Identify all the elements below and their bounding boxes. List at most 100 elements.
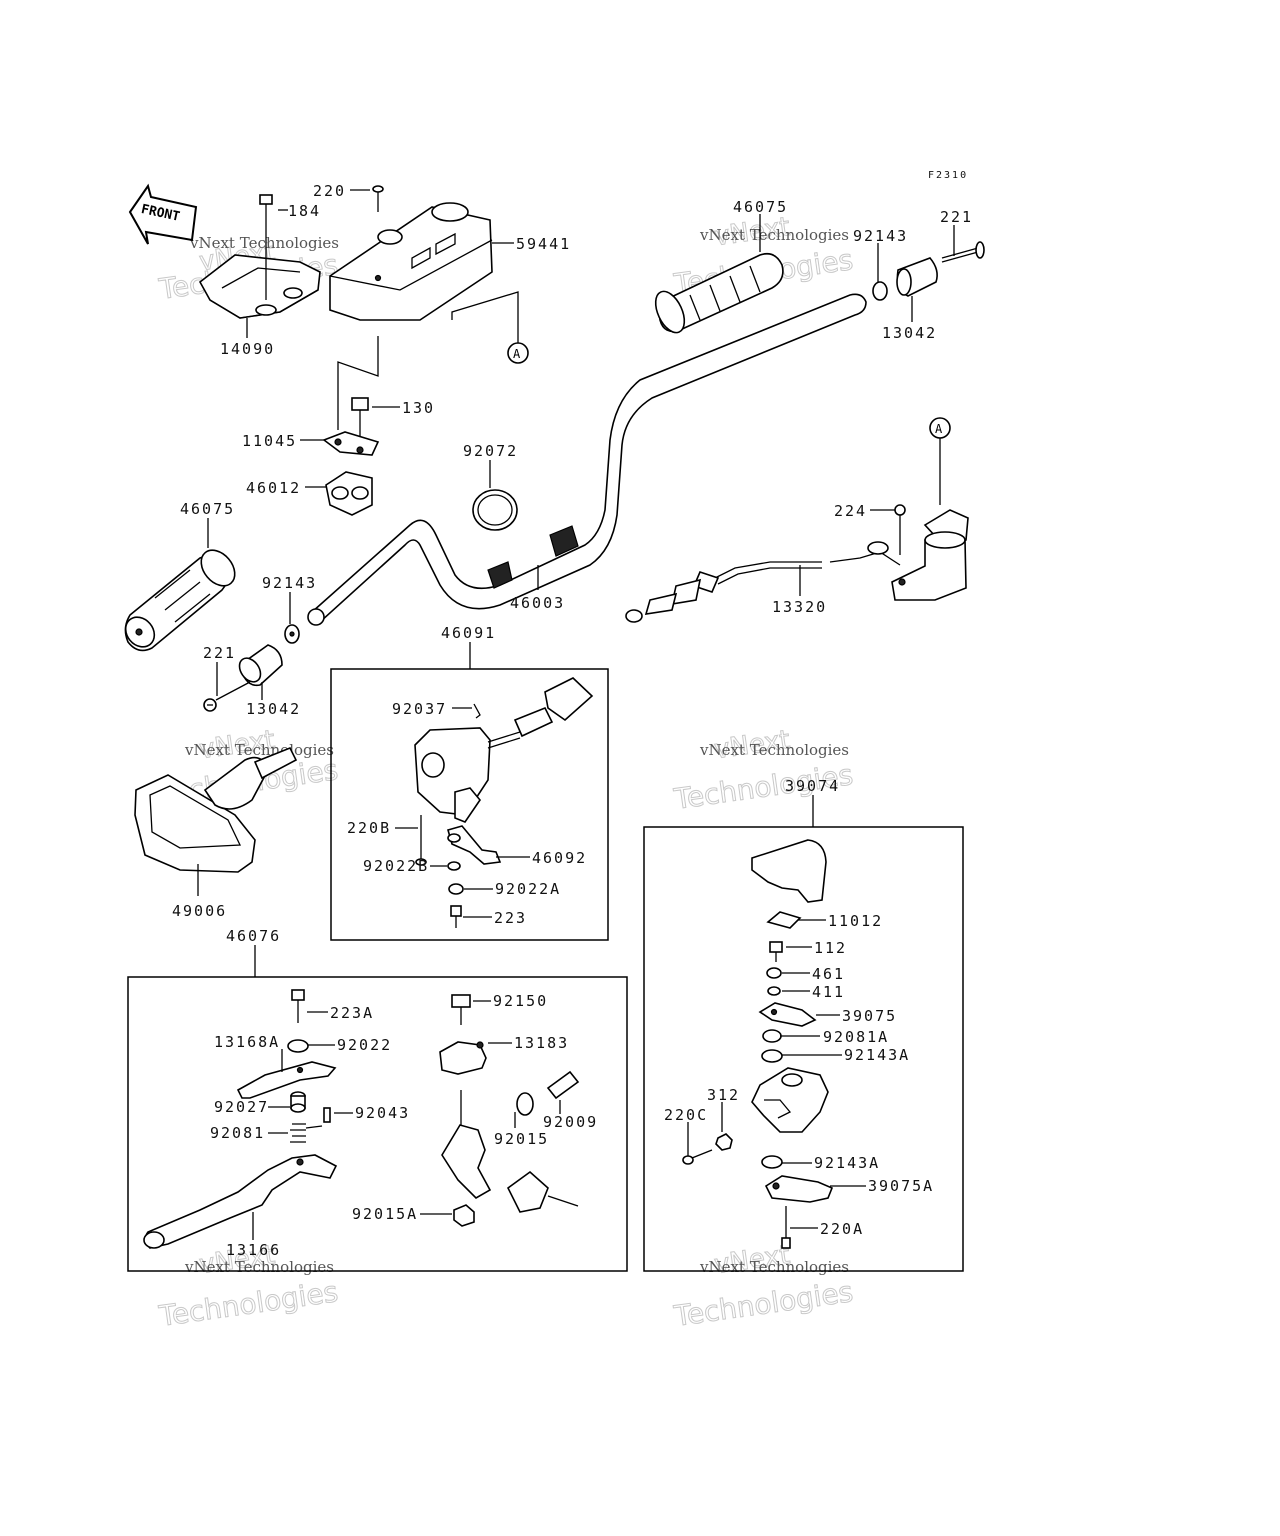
part-92081a-spring bbox=[762, 1029, 820, 1043]
part-label-220C: 220C bbox=[664, 1106, 708, 1124]
part-39074-cover bbox=[751, 839, 827, 903]
part-92009-screw bbox=[546, 1070, 580, 1100]
part-label-220A: 220A bbox=[820, 1220, 864, 1238]
part-11012-clip bbox=[766, 911, 802, 929]
part-label-13042-right: 13042 bbox=[882, 324, 937, 342]
watermark-text: vNext Technologies bbox=[184, 741, 334, 759]
watermark-text: Technologies bbox=[671, 1275, 855, 1333]
part-92022-washer bbox=[287, 1039, 309, 1053]
part-label-13183: 13183 bbox=[514, 1034, 569, 1052]
part-13042-weight-left bbox=[238, 644, 283, 687]
part-label-59441: 59441 bbox=[516, 235, 571, 253]
watermark-mid-right: vNext Technologies vNext Technologies bbox=[671, 725, 856, 817]
part-13166-lever bbox=[143, 1154, 338, 1249]
watermark-text: vNext Technologies bbox=[184, 1258, 334, 1276]
watermark-text: Technologies bbox=[156, 1275, 340, 1333]
part-label-46092: 46092 bbox=[532, 849, 587, 867]
group-box-46076 bbox=[127, 976, 628, 1272]
part-223-screw bbox=[450, 905, 462, 928]
part-label-92022: 92022 bbox=[337, 1036, 392, 1054]
part-label-11045: 11045 bbox=[242, 432, 297, 450]
part-label-46012: 46012 bbox=[246, 479, 301, 497]
part-label-13320: 13320 bbox=[772, 598, 827, 616]
group-box-39074 bbox=[643, 826, 964, 1272]
part-92143-spacer-left bbox=[284, 624, 300, 644]
part-label-39074: 39074 bbox=[785, 777, 840, 795]
part-label-92022A: 92022A bbox=[495, 880, 561, 898]
part-label-92015A: 92015A bbox=[352, 1205, 418, 1223]
part-13183-bracket bbox=[439, 1041, 487, 1075]
part-130-bolt bbox=[351, 397, 369, 440]
part-92043-pin bbox=[323, 1107, 331, 1123]
part-label-92143A-top: 92143A bbox=[844, 1046, 910, 1064]
part-label-49006: 49006 bbox=[172, 902, 227, 920]
part-92150-bolt bbox=[451, 994, 471, 1025]
part-label-223: 223 bbox=[494, 909, 527, 927]
part-13168a-plate bbox=[236, 1061, 337, 1099]
part-411-washer bbox=[767, 986, 781, 996]
callout-a-top bbox=[507, 342, 529, 364]
part-92143a-washer-bottom bbox=[761, 1155, 783, 1169]
watermark-text: vNext Technologies bbox=[189, 234, 339, 252]
part-label-221-left: 221 bbox=[203, 644, 236, 662]
part-label-130: 130 bbox=[402, 399, 435, 417]
part-92143a-washer-top bbox=[761, 1049, 783, 1063]
part-label-92037: 92037 bbox=[392, 700, 447, 718]
part-label-461: 461 bbox=[812, 965, 845, 983]
throttle-housing bbox=[891, 509, 969, 601]
part-92022a-washer bbox=[448, 883, 464, 895]
part-92027-collar bbox=[290, 1091, 306, 1113]
part-label-92022B: 92022B bbox=[363, 857, 429, 875]
part-221-bolt-right bbox=[941, 241, 985, 263]
part-label-92015: 92015 bbox=[494, 1130, 549, 1148]
part-label-92072: 92072 bbox=[463, 442, 518, 460]
watermark-text: vNext Technologies bbox=[699, 741, 849, 759]
part-39075a-lever bbox=[764, 1175, 834, 1203]
watermark-text: vNext Technologies bbox=[699, 1258, 849, 1276]
part-label-13042-left: 13042 bbox=[246, 700, 301, 718]
part-92143-spacer-right bbox=[872, 281, 888, 301]
part-label-112: 112 bbox=[814, 939, 847, 957]
front-arrow-icon: FRONT bbox=[128, 183, 198, 245]
part-label-46075-right: 46075 bbox=[733, 198, 788, 216]
part-220b-screw bbox=[415, 815, 427, 866]
part-label-411: 411 bbox=[812, 983, 845, 1001]
part-label-92027: 92027 bbox=[214, 1098, 269, 1116]
part-223a-bolt bbox=[291, 989, 305, 1023]
part-184-bolt bbox=[259, 194, 273, 300]
part-224-screw bbox=[894, 504, 906, 555]
part-label-46076: 46076 bbox=[226, 927, 281, 945]
part-92081-spring bbox=[290, 1123, 323, 1143]
part-label-92081: 92081 bbox=[210, 1124, 265, 1142]
part-label-92143A-bot: 92143A bbox=[814, 1154, 880, 1172]
part-14090-bracket bbox=[198, 254, 321, 319]
part-312-nut bbox=[715, 1133, 733, 1151]
part-label-92143-left: 92143 bbox=[262, 574, 317, 592]
part-92015a-nut bbox=[453, 1204, 475, 1227]
part-label-92009: 92009 bbox=[543, 1113, 598, 1131]
part-49006-boot bbox=[134, 746, 298, 873]
watermark-bottom-right: vNext Technologies vNext Technologies bbox=[671, 1240, 856, 1334]
part-112-bolt bbox=[769, 941, 783, 962]
part-46075-grip-left bbox=[124, 549, 236, 652]
part-39075-arm bbox=[758, 1002, 817, 1027]
part-46091-switch bbox=[414, 677, 594, 823]
part-46012-clamp bbox=[325, 471, 373, 516]
part-label-223A: 223A bbox=[330, 1004, 374, 1022]
watermark-text: vNext Technologies bbox=[699, 226, 849, 244]
part-label-13168A: 13168A bbox=[214, 1033, 280, 1051]
part-label-13166: 13166 bbox=[226, 1241, 281, 1259]
part-label-92143-right: 92143 bbox=[853, 227, 908, 245]
part-92072-band bbox=[472, 489, 518, 531]
part-13320-cable bbox=[625, 541, 901, 623]
part-label-220-top: 220 bbox=[313, 182, 346, 200]
part-label-39075A: 39075A bbox=[868, 1177, 934, 1195]
part-220c-screw bbox=[682, 1149, 713, 1165]
part-label-224: 224 bbox=[834, 502, 867, 520]
callout-letter: A bbox=[935, 422, 943, 436]
figure-code: F2310 bbox=[928, 170, 968, 181]
lever-bracket-body bbox=[441, 1090, 579, 1213]
part-13042-weight-right bbox=[896, 257, 938, 297]
part-label-220B: 220B bbox=[347, 819, 391, 837]
part-label-46091: 46091 bbox=[441, 624, 496, 642]
